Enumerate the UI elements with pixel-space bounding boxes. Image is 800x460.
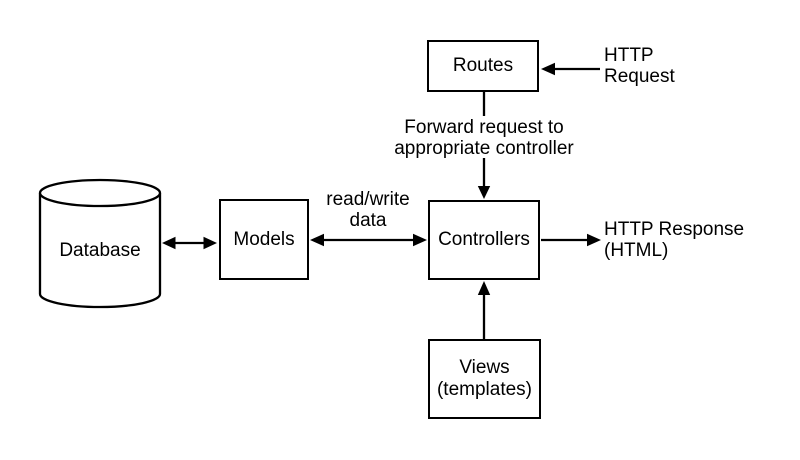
node-views-label-line1: Views: [459, 357, 510, 378]
label-forward-request: Forward request to appropriate controlle…: [364, 117, 604, 159]
label-read-write-data: read/write data: [308, 189, 428, 231]
label-read-write-line2: data: [349, 210, 387, 231]
label-http-response: HTTP Response (HTML): [604, 219, 744, 261]
arrow-routes-to-controllers: [477, 92, 491, 199]
label-http-request: HTTP Request: [604, 45, 675, 87]
arrow-controllers-to-response: [541, 233, 601, 247]
cylinder-body: [38, 193, 162, 309]
node-views-label-line2: (templates): [436, 379, 533, 400]
node-controllers-label: Controllers: [438, 229, 530, 250]
arrow-database-models-bidirectional: [162, 236, 217, 250]
node-database-label: Database: [59, 240, 141, 261]
database-cylinder-shape: [38, 178, 162, 309]
cylinder-top: [38, 178, 162, 208]
label-forward-request-line1: Forward request to: [404, 117, 564, 138]
arrow-models-controllers-bidirectional: [310, 233, 427, 247]
label-http-request-line1: HTTP: [604, 45, 654, 66]
node-models: Models: [219, 199, 309, 280]
node-models-label: Models: [233, 228, 295, 250]
node-controllers: Controllers: [428, 200, 540, 280]
label-http-response-line1: HTTP Response: [604, 219, 745, 240]
label-forward-request-line2: appropriate controller: [394, 138, 574, 159]
label-http-response-line2: (HTML): [604, 240, 669, 261]
node-routes-label: Routes: [452, 55, 514, 76]
arrow-http-request-to-routes: [541, 62, 600, 76]
label-read-write-line1: read/write: [326, 189, 410, 210]
arrow-views-to-controllers: [477, 281, 491, 339]
label-http-request-line2: Request: [604, 66, 675, 87]
node-views: Views (templates): [428, 339, 541, 419]
node-routes: Routes: [427, 40, 539, 92]
